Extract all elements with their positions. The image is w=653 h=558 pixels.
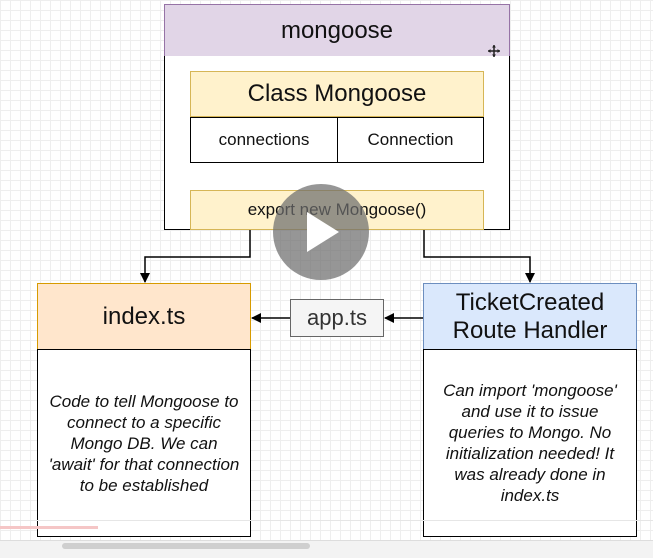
ticket-created-header: TicketCreated Route Handler	[423, 283, 637, 350]
divider	[0, 520, 653, 521]
app-ts-node: app.ts	[290, 299, 384, 337]
connection-field-text: Connection	[367, 130, 454, 149]
video-play-button[interactable]	[273, 184, 369, 280]
horizontal-scrollbar-thumb[interactable]	[62, 543, 310, 549]
mongoose-title-text: mongoose	[280, 16, 394, 44]
class-mongoose-text: Class Mongoose	[247, 80, 427, 107]
app-ts-label: app.ts	[307, 305, 367, 330]
connections-field: connections	[190, 117, 338, 163]
index-ts-description: Code to tell Mongoose to connect to a sp…	[48, 391, 240, 495]
ticket-created-description-box: Can import 'mongoose' and use it to issu…	[423, 349, 637, 537]
mongoose-module-title: mongoose	[164, 4, 510, 57]
index-ts-header: index.ts	[37, 283, 251, 350]
connections-field-text: connections	[218, 130, 310, 149]
arrow-mongoose-to-ticket	[423, 230, 535, 283]
move-cursor-icon	[488, 45, 500, 57]
class-mongoose-header: Class Mongoose	[190, 71, 484, 117]
index-ts-description-box: Code to tell Mongoose to connect to a sp…	[37, 349, 251, 537]
index-ts-title: index.ts	[102, 302, 186, 330]
ticket-created-description: Can import 'mongoose' and use it to issu…	[443, 381, 617, 505]
video-progress-bar[interactable]	[0, 526, 98, 529]
connection-field: Connection	[337, 117, 484, 163]
arrow-mongoose-to-index	[140, 230, 251, 283]
play-icon	[307, 212, 339, 252]
ticket-created-title: TicketCreated Route Handler	[452, 288, 608, 344]
